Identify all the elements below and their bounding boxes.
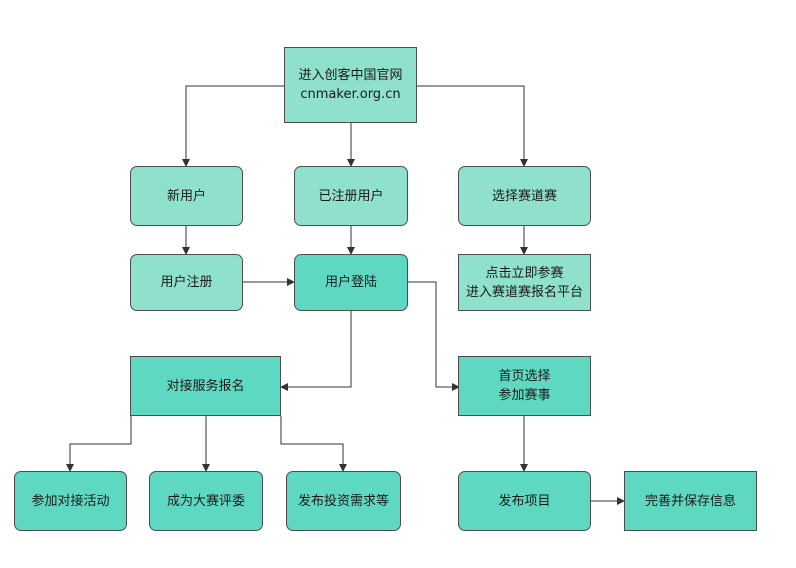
node-user-register: 用户注册 (130, 254, 243, 311)
node-join-matchmaking: 参加对接活动 (14, 471, 127, 531)
node-select-track: 选择赛道赛 (458, 166, 591, 226)
node-track-platform: 点击立即参赛 进入赛道赛报名平台 (458, 254, 591, 311)
node-registered-user: 已注册用户 (294, 166, 408, 226)
edge-user-login-to-home-select (408, 281, 460, 391)
node-new-user: 新用户 (130, 166, 243, 226)
node-save-info: 完善并保存信息 (624, 471, 757, 531)
node-matchmaking-signup: 对接服务报名 (130, 356, 281, 416)
node-publish-investment: 发布投资需求等 (286, 471, 401, 531)
node-user-login: 用户登陆 (294, 254, 408, 311)
node-publish-project: 发布项目 (458, 471, 591, 531)
edge-matchmaking-to-join-matchmaking (66, 416, 132, 472)
edge-top-to-new-user (182, 85, 284, 167)
edge-user-login-to-matchmaking (280, 311, 352, 391)
node-home-select: 首页选择 参加赛事 (458, 356, 591, 416)
edge-matchmaking-to-publish-investment (280, 416, 347, 472)
node-enter-website: 进入创客中国官网 cnmaker.org.cn (284, 47, 417, 123)
node-become-judge: 成为大赛评委 (149, 471, 263, 531)
edge-top-to-select-track (417, 85, 528, 167)
